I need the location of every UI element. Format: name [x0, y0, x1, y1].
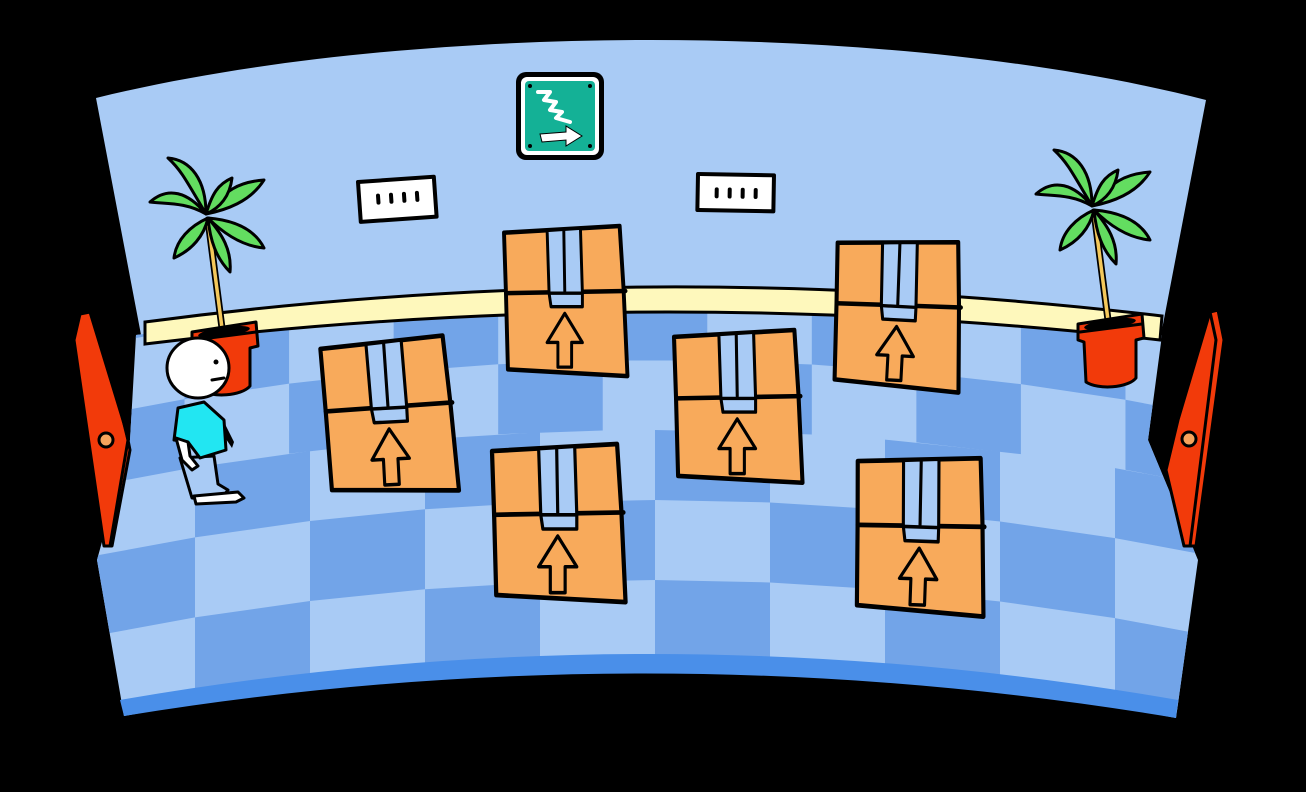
vent-slot: [376, 193, 381, 205]
floor-tile: [1000, 521, 1115, 619]
door-left[interactable]: [72, 310, 132, 548]
vent-slot: [753, 188, 758, 200]
vent-slot: [401, 191, 407, 203]
floor-tile: [1115, 468, 1198, 560]
vent-slot: [727, 187, 732, 199]
wall-vent-left: [356, 174, 439, 224]
floor-tile: [1115, 618, 1198, 718]
box-1[interactable]: [504, 226, 627, 376]
floor-tile: [655, 580, 770, 663]
vent-slot: [740, 187, 745, 199]
vent-slot: [388, 192, 394, 204]
stairs-icon: [536, 90, 572, 124]
player-character[interactable]: [165, 336, 246, 506]
floor-tile: [195, 600, 310, 698]
player-head: [165, 336, 231, 400]
box-2[interactable]: [830, 236, 966, 393]
box-4[interactable]: [674, 330, 803, 483]
box-3[interactable]: [320, 335, 459, 497]
wall-vent-right: [695, 172, 776, 214]
vent-slot: [714, 187, 719, 199]
floor-tile: [310, 509, 425, 601]
player-mouth: [210, 376, 226, 382]
box-6[interactable]: [852, 454, 988, 617]
floor-tile: [498, 360, 603, 435]
floor-tile: [97, 537, 195, 639]
vent-slot: [414, 190, 420, 202]
player-arm: [174, 436, 200, 472]
player-eye: [213, 359, 219, 365]
arrow-right-icon: [539, 125, 583, 147]
exit-sign[interactable]: [516, 72, 604, 160]
door-right[interactable]: [1164, 308, 1226, 548]
floor-tile: [195, 450, 310, 538]
floor-tile: [425, 582, 540, 670]
door-knob: [1180, 430, 1198, 448]
door-knob: [97, 431, 115, 449]
floor-front-edge: [120, 654, 1178, 718]
box-5[interactable]: [492, 444, 626, 602]
